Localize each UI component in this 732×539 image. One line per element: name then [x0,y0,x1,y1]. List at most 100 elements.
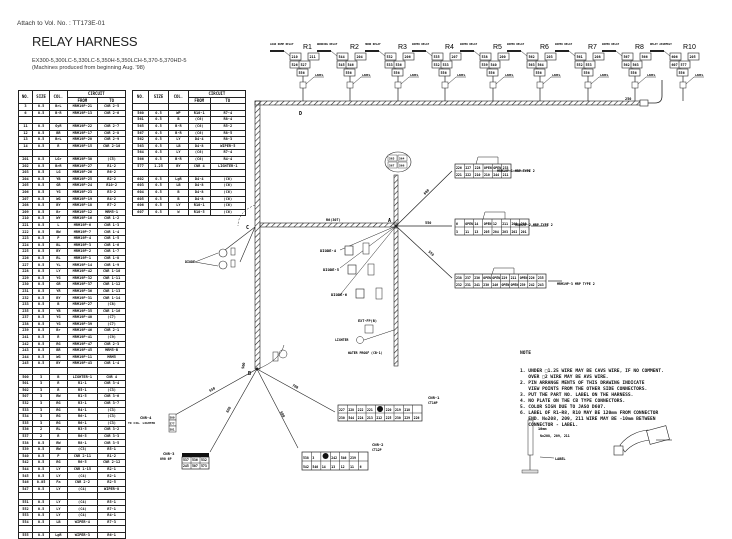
label-tag: LABEL [600,73,609,77]
cell-no: 607 [131,208,150,217]
relay-pin-box [544,52,557,61]
connector-pin: 245 [183,464,189,468]
cell-size [31,525,51,533]
keyway-dot [377,406,383,412]
page-title: RELAY HARNESS [32,34,138,49]
cell-no: 553 [18,512,33,520]
col-color: COL. [49,89,68,105]
relay-pin-box [488,60,501,69]
cnr3-label: CNR-3 [163,451,175,456]
connector-pin: 219 [395,408,401,412]
connector-pin: 241 [474,283,480,287]
connector-pin: 540 [312,465,318,469]
relay-tag: WIPER RELAY [555,42,573,46]
connector-pin: 507 [192,464,198,468]
label-tag: LABEL [695,73,704,77]
relay-pin-box [669,52,682,61]
cell-to: (C6) [209,208,247,217]
cell-from: WIPER-4 [66,518,99,527]
relay-name: R8 [635,44,644,51]
relay-pin-box [526,52,539,61]
relay-pin: 564 [538,63,544,67]
connector-pin: OPEN [520,276,528,280]
branch-c: C DIODE [185,204,256,270]
cell-to: R7-1 [97,505,126,513]
connector-pin: 233 [503,166,509,170]
connector-pin: 218 [404,408,410,412]
connector-pin: 544 [348,416,354,420]
relay-name: R5 [493,44,502,51]
relay-pin: 556 [631,71,637,75]
fig-length: 10mm [538,427,546,431]
connector-pin: 228 [348,408,354,412]
relay-pin: 553 [586,63,592,67]
relay-pin-box [354,52,367,61]
relay-pin: 539 [482,63,488,67]
water-proof-label: WATER PROOF (CB-1) [348,351,383,355]
relay-pin-box [431,52,444,61]
relay-pin-box [440,60,453,69]
cell-color: W [167,208,189,217]
relay-pin: 536 [396,63,402,67]
connector-pin: 230 [483,283,489,287]
cell-from: WIPER-3 [66,531,99,539]
connector-pin: 567 [389,164,395,168]
col-color: COL. [167,89,189,105]
connector-pin: 546 [341,456,347,460]
relay-pin-box [574,52,587,61]
cell-size: 0.5 [31,505,51,513]
relay-pin-box [678,60,691,69]
note-line: 3. PUT THE PART NO. LABEL ON THE HARNESS… [520,393,634,398]
connector-pin: 14 [475,222,479,226]
point-c-label: C [246,225,249,231]
connector-pin: 221 [456,173,462,177]
note-line: 6. LABEL OF R1~R8, R10 MAY BE 120mm FROM… [520,411,659,416]
connector-pin: 239 [520,283,526,287]
relay-pin-box [621,52,634,61]
relay-pin: 533 [443,63,449,67]
cell-no [18,525,33,533]
connector-pin: 501 [170,428,175,432]
label-tag: LABEL [410,73,419,77]
note-line: 1. UNDER □1.25 WIRE MAY BE CAVS WIRE, IF… [520,369,664,374]
connector-pin: 13 [475,230,479,234]
cell-color: LB [49,518,68,527]
relay-pin-box [298,60,311,69]
relay-pin-box [583,60,596,69]
label-tag: LABEL [505,73,514,77]
connector-pin: 237 [465,276,471,280]
relay-pin: 556 [346,71,352,75]
diode-group: DIODE-4 DIODE-5 DIODE-6 [320,242,383,300]
relay-pin: 544 [339,55,345,59]
connector-pin: 3 [312,456,314,460]
relay-pin: 532 [387,55,393,59]
diode-label: DIODE [185,260,195,264]
relay-tag: WIPER RELAY [507,42,525,46]
relay-pin: 526 [292,63,298,67]
relay-pin: 532 [434,63,440,67]
point-d-label: D [299,111,302,117]
relay-pin: 556 [679,71,685,75]
relay-pin: 566 [642,55,648,59]
relay-pin: 556 [394,71,400,75]
models-text: EX300-5,300LC-5,330LC-5,350H-5,350LCH-5,… [32,58,187,64]
cnr3-type: 090 6P [160,457,172,461]
relay-pin: 563 [529,63,535,67]
label-figure: 10mm No208, 209, 211 LABEL [521,419,672,474]
